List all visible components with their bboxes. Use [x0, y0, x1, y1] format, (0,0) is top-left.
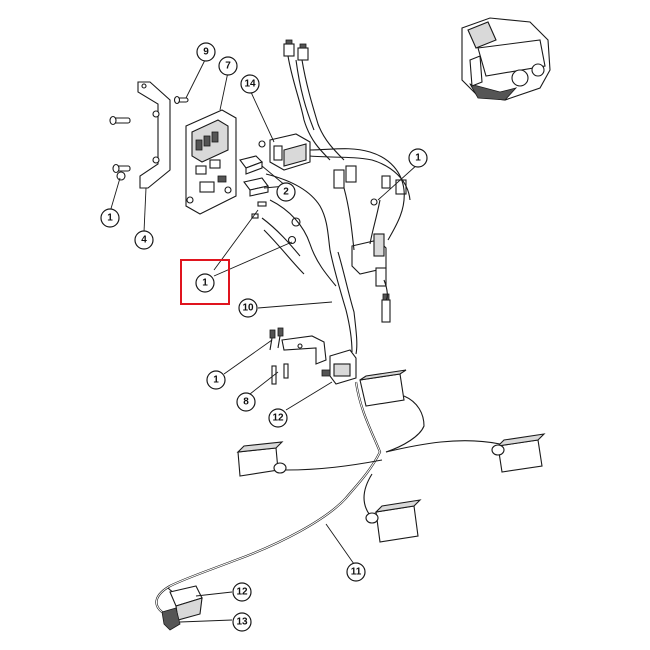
- callout-1-right[interactable]: 1: [408, 148, 428, 168]
- standoff-pair: [271, 363, 289, 385]
- callout-11[interactable]: 11: [346, 562, 366, 582]
- callout-9[interactable]: 9: [196, 42, 216, 62]
- callout-7[interactable]: 7: [218, 56, 238, 76]
- callout-11-label: 11: [351, 567, 362, 578]
- callout-4[interactable]: 4: [134, 230, 154, 250]
- fastener-f: [370, 198, 378, 206]
- callout-10[interactable]: 10: [238, 298, 258, 318]
- callout-8[interactable]: 8: [236, 392, 256, 412]
- nut-left: [116, 171, 126, 181]
- harness-main-wires: [261, 55, 411, 355]
- callout-12-upper-label: 12: [272, 413, 284, 424]
- highlight-box: [180, 259, 230, 305]
- callout-1-left[interactable]: 1: [100, 208, 120, 228]
- harness-connector-mid: [321, 349, 357, 385]
- sensor-box-left: [236, 441, 287, 477]
- callout-1-bracket[interactable]: 1: [206, 370, 226, 390]
- screw-item9: [173, 95, 189, 105]
- sensor-box-right: [491, 433, 546, 473]
- machine-thumbnail: [461, 17, 551, 101]
- relay-clip-upper: [239, 155, 263, 175]
- mid-module: [351, 233, 387, 287]
- callout-12-lower[interactable]: 12: [232, 582, 252, 602]
- mounting-bracket: [137, 81, 171, 189]
- callout-4-label: 4: [141, 235, 147, 246]
- callout-9-label: 9: [203, 47, 209, 58]
- leader-lines: [109, 57, 419, 623]
- callout-1-highlighted[interactable]: 1: [195, 273, 215, 293]
- bolt-pair: [269, 327, 284, 351]
- callout-1-bracket-label: 1: [213, 375, 219, 386]
- callout-12-upper[interactable]: 12: [268, 408, 288, 428]
- harness-lower-wires: [155, 381, 501, 613]
- callout-13-label: 13: [236, 617, 248, 628]
- callout-10-label: 10: [242, 303, 254, 314]
- fastener-b: [257, 201, 267, 207]
- fastener-a: [258, 140, 266, 148]
- sensor-box-bottom: [365, 499, 422, 543]
- mount-plate: [281, 335, 327, 365]
- sensor-box-top: [359, 369, 407, 407]
- callout-1-highlighted-label: 1: [202, 278, 208, 289]
- callout-1-right-label: 1: [415, 153, 421, 164]
- callout-2[interactable]: 2: [276, 182, 296, 202]
- fastener-e: [287, 235, 297, 245]
- callout-2-label: 2: [283, 187, 289, 198]
- connector-cluster-upper: [333, 165, 407, 195]
- relay-clip-lower: [243, 177, 269, 197]
- relay-module: [269, 133, 311, 171]
- callout-12-lower-label: 12: [236, 587, 248, 598]
- callout-13[interactable]: 13: [232, 612, 252, 632]
- callout-8-label: 8: [243, 397, 249, 408]
- top-connector-pair: [283, 39, 309, 61]
- control-board: [185, 109, 237, 215]
- bottom-connector-assembly: [161, 585, 203, 631]
- callout-7-label: 7: [225, 61, 231, 72]
- fastener-d: [291, 217, 301, 227]
- mid-connector-vertical: [381, 293, 391, 323]
- screw-left-upper: [109, 115, 131, 126]
- screw-left-lower: [112, 163, 131, 174]
- callout-1-left-label: 1: [107, 213, 113, 224]
- callout-14-label: 14: [244, 79, 256, 90]
- callout-14[interactable]: 14: [240, 74, 260, 94]
